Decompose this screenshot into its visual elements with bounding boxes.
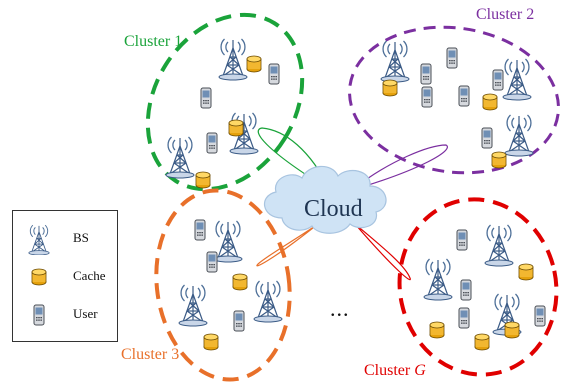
cache-icon — [203, 333, 219, 351]
cluster-g-label-prefix: Cluster — [364, 362, 415, 379]
legend-row-cache: Cache — [13, 259, 117, 295]
user-icon — [233, 310, 245, 332]
user-icon — [268, 63, 280, 85]
cluster-g-label: Cluster G — [364, 362, 426, 380]
ellipsis: ... — [330, 296, 350, 321]
cache-icon — [382, 79, 398, 97]
cluster-2-boundary — [348, 25, 560, 175]
cache-icon — [491, 151, 507, 169]
bs-icon — [213, 220, 243, 263]
legend-label-cache: Cache — [73, 268, 106, 283]
bs-icon — [178, 284, 208, 327]
cloud-label: Cloud — [304, 196, 363, 222]
user-icon — [206, 132, 218, 154]
user-icon — [534, 305, 546, 327]
cluster-3-boundary — [154, 188, 292, 382]
cluster-3-label: Cluster 3 — [121, 346, 180, 363]
cache-icon — [429, 321, 445, 339]
legend-row-bs: BS — [13, 221, 117, 257]
cache-icon — [504, 321, 520, 339]
cache-icon — [232, 273, 248, 291]
bs-icon — [253, 280, 283, 323]
cache-icon — [482, 93, 498, 111]
user-icon — [194, 219, 206, 241]
user-icon — [420, 63, 432, 85]
legend-row-user: User — [13, 297, 117, 333]
user-icon — [33, 304, 45, 326]
cluster-1-boundary — [145, 12, 305, 192]
legend-label-user: User — [73, 306, 98, 321]
user-icon — [492, 69, 504, 91]
link-cluster-2 — [351, 144, 448, 191]
link-cluster-3 — [256, 223, 319, 267]
link-cluster-g — [354, 223, 411, 281]
user-icon — [460, 279, 472, 301]
cluster-1-label: Cluster 1 — [124, 33, 183, 50]
user-icon — [200, 87, 212, 109]
bs-icon — [502, 58, 532, 101]
cloud-shape — [264, 165, 387, 234]
bs-icon — [484, 224, 514, 267]
cache-icon — [31, 268, 47, 286]
user-icon — [206, 251, 218, 273]
user-icon — [458, 85, 470, 107]
bs-icon — [504, 114, 534, 157]
bs-icon — [423, 258, 453, 301]
user-icon — [421, 86, 433, 108]
user-icon — [481, 127, 493, 149]
cache-icon — [246, 55, 262, 73]
cache-icon — [195, 171, 211, 189]
cluster-2-label: Cluster 2 — [476, 6, 535, 23]
user-icon — [446, 47, 458, 69]
cache-icon — [474, 333, 490, 351]
cache-icon — [518, 263, 534, 281]
bs-icon — [165, 136, 195, 179]
bs-icon — [28, 224, 50, 255]
cluster-g-label-index: G — [414, 362, 426, 379]
link-cluster-1 — [257, 127, 332, 192]
legend: BS Cache User — [12, 210, 118, 342]
user-icon — [458, 307, 470, 329]
cache-icon — [228, 119, 244, 137]
bs-icon — [218, 38, 248, 81]
bs-icon — [380, 40, 410, 83]
user-icon — [456, 229, 468, 251]
legend-label-bs: BS — [73, 230, 89, 245]
cluster-g-boundary — [397, 197, 559, 377]
